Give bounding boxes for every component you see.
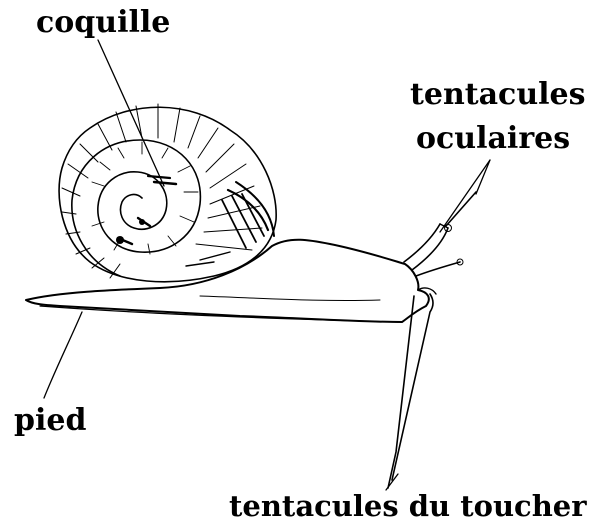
leader-line-foot (44, 312, 82, 398)
touch-tentacle-left (388, 296, 414, 488)
label-eye-tentacles-line1: tentacules (410, 78, 586, 112)
label-shell: coquille (36, 6, 170, 40)
leader-line-eye-tentacles (440, 160, 490, 232)
leader-line-shell (98, 40, 164, 186)
snail-shell (59, 104, 276, 282)
label-foot: pied (14, 404, 86, 438)
label-eye-tentacles-line2: oculaires (416, 122, 570, 156)
label-touch-tentacles: tentacules du toucher (229, 489, 587, 523)
